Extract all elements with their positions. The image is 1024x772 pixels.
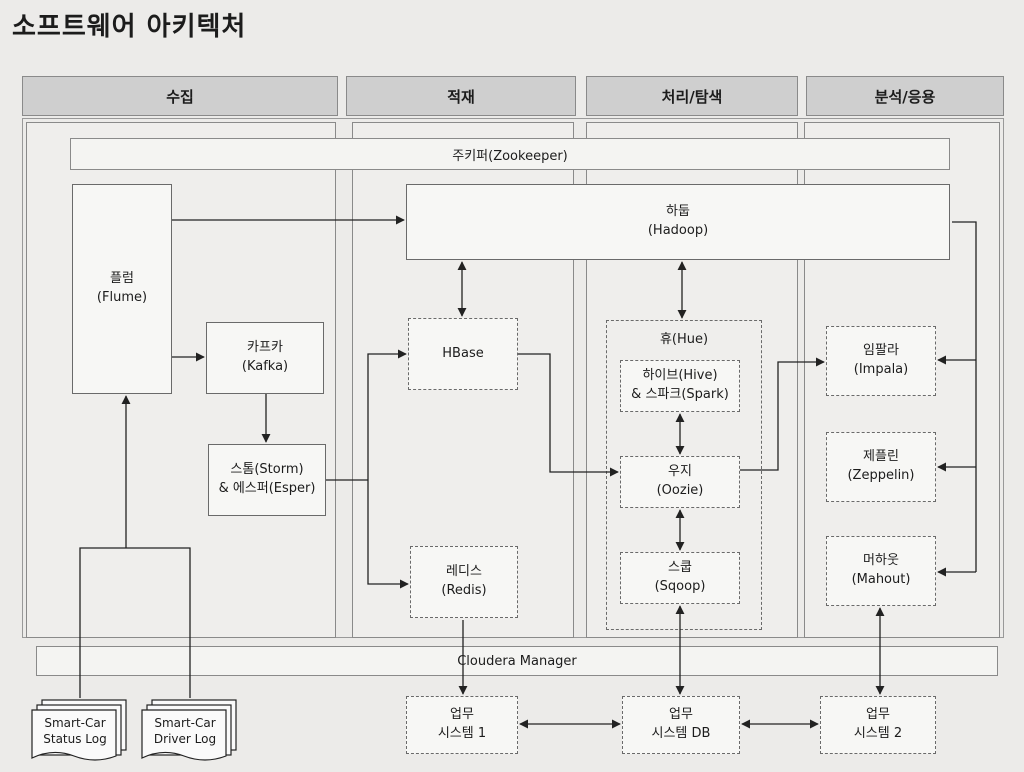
hbase-to-oozie-arrow (518, 353, 619, 477)
hive-spark-box: 하이브(Hive) & 스파크(Spark) (620, 360, 740, 412)
business-system-2-line2: 시스템 2 (853, 726, 903, 741)
column-header-process: 처리/탐색 (586, 76, 798, 116)
business-system-db-line2: 시스템 DB (651, 726, 711, 741)
business-system-db-line1: 업무 (669, 707, 693, 723)
kafka-box: 카프카 (Kafka) (206, 322, 324, 394)
log-connector-driver (126, 547, 191, 698)
mahout-sublabel: (Mahout) (851, 572, 911, 587)
zeppelin-sublabel: (Zeppelin) (847, 468, 915, 483)
business-system-2-line1: 업무 (866, 707, 890, 723)
driver-log-label: Smart-Car Driver Log (146, 716, 224, 747)
status-log-line2: Status Log (43, 731, 107, 746)
hadoop-box: 하둡 (Hadoop) (406, 184, 950, 260)
business-system-2: 업무 시스템 2 (820, 696, 936, 754)
driver-log-line1: Smart-Car (154, 716, 216, 730)
oozie-label: 우지 (668, 464, 692, 480)
zeppelin-box: 제플린 (Zeppelin) (826, 432, 936, 502)
flume-box: 플럼 (Flume) (72, 184, 172, 394)
column-header-collect: 수집 (22, 76, 338, 116)
cloudera-manager-bar: Cloudera Manager (36, 646, 998, 676)
flume-sublabel: (Flume) (96, 290, 148, 305)
hue-label: 휴(Hue) (659, 332, 709, 347)
kafka-sublabel: (Kafka) (241, 359, 289, 374)
business-system-1-line2: 시스템 1 (437, 726, 487, 741)
business-system-db: 업무 시스템 DB (622, 696, 740, 754)
status-log-icon (31, 699, 127, 761)
kafka-label: 카프카 (247, 340, 283, 356)
sqoop-box: 스쿱 (Sqoop) (620, 552, 740, 604)
status-log-label: Smart-Car Status Log (36, 716, 114, 747)
storm-esper-box: 스톰(Storm) & 에스퍼(Esper) (208, 444, 326, 516)
log-connector-status (79, 547, 126, 698)
oozie-sublabel: (Oozie) (656, 483, 704, 498)
storm-to-redis-arrow (367, 480, 409, 589)
redis-sublabel: (Redis) (441, 583, 487, 598)
column-header-analyze: 분석/응용 (806, 76, 1004, 116)
impala-box: 임팔라 (Impala) (826, 326, 936, 396)
flume-label: 플럼 (110, 271, 134, 287)
impala-label: 임팔라 (863, 343, 899, 359)
driver-log-line2: Driver Log (153, 731, 217, 746)
esper-label: & 에스퍼(Esper) (218, 481, 316, 496)
oozie-to-impala-arrow (740, 357, 825, 471)
storm-to-hbase-arrow (367, 349, 407, 480)
driver-log-icon (141, 699, 237, 761)
mahout-label: 머하웃 (863, 553, 899, 569)
hadoop-label: 하둡 (666, 204, 690, 220)
hive-label: 하이브(Hive) (642, 368, 718, 384)
oozie-box: 우지 (Oozie) (620, 456, 740, 508)
redis-box: 레디스 (Redis) (410, 546, 518, 618)
zookeeper-bar: 주키퍼(Zookeeper) (70, 138, 950, 170)
hadoop-sublabel: (Hadoop) (647, 223, 709, 238)
zeppelin-label: 제플린 (863, 449, 899, 465)
business-system-1-line1: 업무 (450, 707, 474, 723)
impala-sublabel: (Impala) (853, 362, 909, 377)
redis-label: 레디스 (446, 564, 482, 580)
hadoop-right-connector (952, 221, 977, 572)
status-log-line1: Smart-Car (44, 716, 106, 730)
hbase-label: HBase (442, 345, 484, 361)
sqoop-sublabel: (Sqoop) (654, 579, 706, 594)
business-system-1: 업무 시스템 1 (406, 696, 518, 754)
hbase-box: HBase (408, 318, 518, 390)
storm-label: 스톰(Storm) (230, 462, 304, 478)
column-header-store: 적재 (346, 76, 576, 116)
mahout-box: 머하웃 (Mahout) (826, 536, 936, 606)
page-title: 소프트웨어 아키텍처 (12, 12, 247, 42)
sqoop-label: 스쿱 (668, 560, 692, 576)
spark-label: & 스파크(Spark) (631, 387, 729, 402)
